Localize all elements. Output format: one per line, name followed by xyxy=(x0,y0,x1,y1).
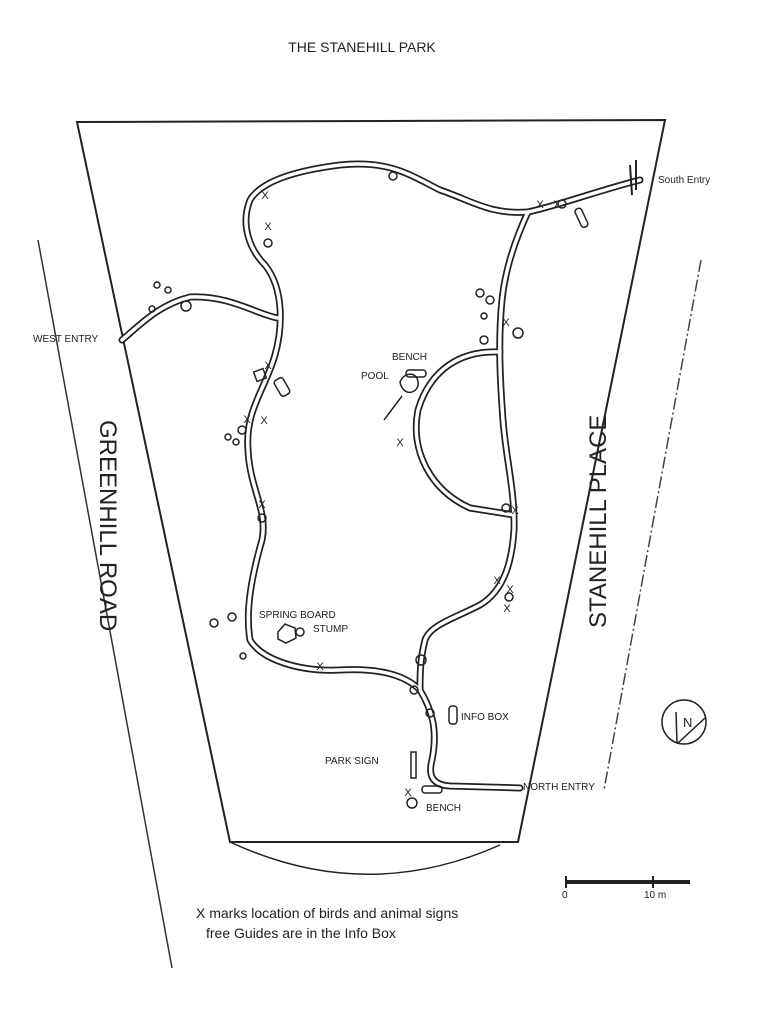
footpaths xyxy=(118,160,644,792)
pool-icon xyxy=(383,373,419,421)
greenhill-road-edge xyxy=(37,239,173,969)
legend-line-2: free Guides are in the Info Box xyxy=(206,925,396,941)
stanehill-place-label: STANEHILL PLACE xyxy=(585,415,612,628)
park-sign-label: PARK SIGN xyxy=(325,756,379,767)
legend-line-1: X marks location of birds and animal sig… xyxy=(196,905,458,921)
stump-icon xyxy=(277,623,297,644)
svg-text:X: X xyxy=(511,505,519,517)
scale-bar: 0 10 m xyxy=(562,876,690,901)
svg-text:X: X xyxy=(536,199,544,211)
north-entry-label: NORTH ENTRY xyxy=(523,782,595,793)
park-sign-icon xyxy=(410,751,417,779)
svg-text:X: X xyxy=(502,317,510,329)
svg-text:X: X xyxy=(316,661,324,673)
west-entry-label: WEST ENTRY xyxy=(33,334,99,345)
bench-icon-bottom xyxy=(421,785,443,794)
pool-label: POOL xyxy=(361,371,389,382)
svg-text:0: 0 xyxy=(562,890,568,901)
map-title: THE STANEHILL PARK xyxy=(288,39,436,55)
spring-board-label: SPRING BOARD xyxy=(259,610,336,621)
stump-label: STUMP xyxy=(313,624,348,635)
park-boundary xyxy=(75,118,667,875)
svg-text:X: X xyxy=(243,414,251,426)
svg-text:X: X xyxy=(258,499,266,511)
svg-text:X: X xyxy=(506,584,514,596)
bench-icon xyxy=(405,369,427,378)
svg-text:X: X xyxy=(404,787,412,799)
north-arrow-icon: N xyxy=(661,699,707,745)
info-box-icon xyxy=(448,705,458,725)
svg-text:N: N xyxy=(683,715,692,730)
bench-bottom-label: BENCH xyxy=(426,803,461,814)
svg-text:X: X xyxy=(264,360,272,372)
svg-text:X: X xyxy=(261,190,269,202)
svg-text:X: X xyxy=(260,415,268,427)
svg-text:X: X xyxy=(396,437,404,449)
greenhill-road-label: GREENHILL ROAD xyxy=(94,420,121,631)
svg-text:X: X xyxy=(553,199,561,211)
bench-label: BENCH xyxy=(392,352,427,363)
trees-and-features xyxy=(148,160,637,809)
south-entry-label: South Entry xyxy=(658,175,710,186)
svg-text:X: X xyxy=(264,221,272,233)
info-box-label: INFO BOX xyxy=(461,712,509,723)
stanehill-place-edge xyxy=(603,259,702,791)
svg-text:10 m: 10 m xyxy=(644,890,666,901)
svg-text:X: X xyxy=(503,603,511,615)
svg-text:X: X xyxy=(493,575,501,587)
